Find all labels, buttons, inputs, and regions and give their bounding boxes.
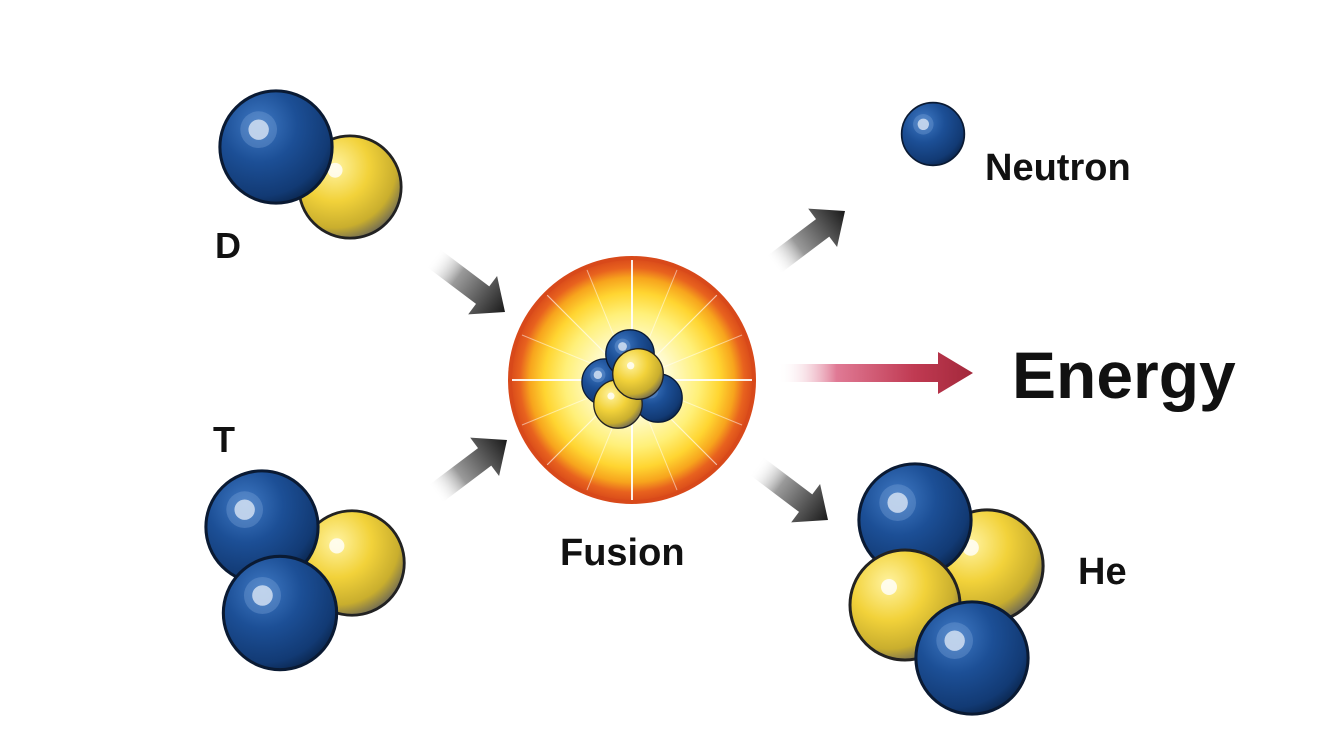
neutron-particle [900, 101, 966, 167]
label-deuterium: D [215, 225, 241, 266]
helium-nucleus [848, 462, 1045, 716]
neutron-sphere [218, 89, 334, 205]
arrow-icon [418, 238, 520, 332]
deuterium-nucleus [218, 89, 403, 240]
arrow-icon [741, 446, 843, 540]
proton-sphere [612, 348, 664, 400]
label-helium: He [1078, 551, 1127, 593]
burst-icon [508, 256, 756, 504]
tritium-nucleus [204, 469, 406, 672]
label-tritium: T [213, 419, 235, 460]
energy-arrow-icon [778, 352, 973, 394]
label-fusion: Fusion [560, 532, 685, 574]
label-neutron: Neutron [985, 147, 1131, 189]
label-energy: Energy [1012, 338, 1236, 412]
arrow-icon [758, 191, 860, 285]
neutron-sphere [221, 554, 339, 672]
arrow-icon [420, 420, 522, 514]
neutron-sphere [914, 600, 1030, 716]
